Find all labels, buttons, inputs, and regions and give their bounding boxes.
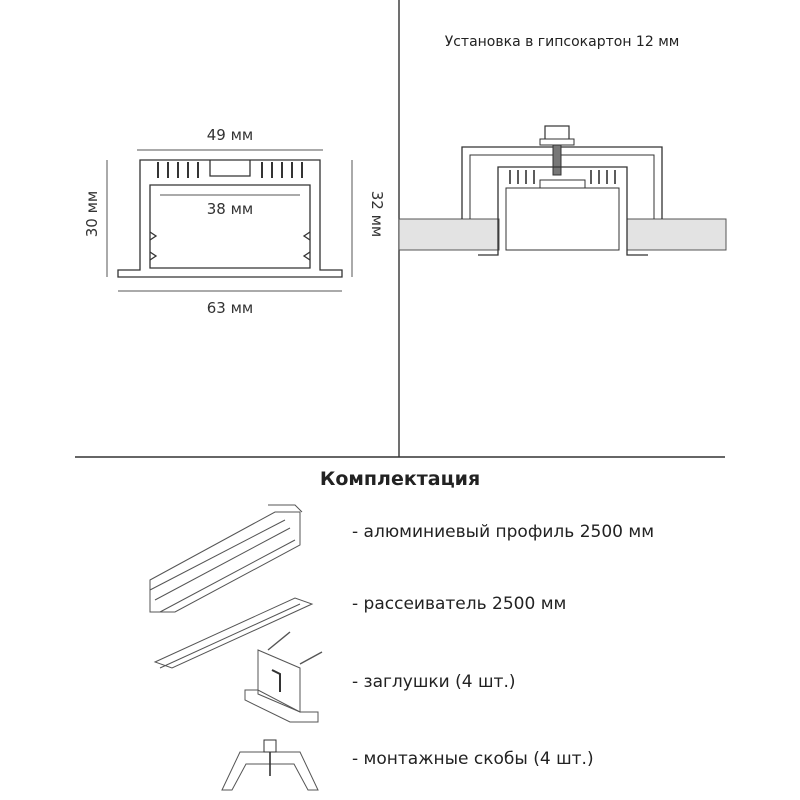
groove-right-2 xyxy=(302,251,311,261)
screw-shaft xyxy=(552,144,562,176)
heatsink-fins xyxy=(157,162,303,178)
dim-label-30: 30 мм xyxy=(83,191,101,238)
screw-icon-2 xyxy=(299,651,323,665)
diffuser-illustration xyxy=(153,597,314,669)
kit-item-diffuser: - рассеиватель 2500 мм xyxy=(352,594,567,614)
dim-label-63: 63 мм xyxy=(207,299,254,317)
installation-title: Установка в гипсокартон 12 мм xyxy=(445,34,680,50)
profile-cross-section xyxy=(117,159,343,278)
installed-profile-outline xyxy=(478,166,648,256)
profile-outline xyxy=(117,159,343,278)
bracket-clip xyxy=(539,179,586,189)
dim-label-32: 32 мм xyxy=(368,191,386,238)
dim-label-49: 49 мм xyxy=(207,126,254,144)
gypsum-board-right xyxy=(626,218,727,251)
groove-left-2 xyxy=(149,251,158,261)
kit-heading: Комплектация xyxy=(319,468,481,490)
kit-item-profile: - алюминиевый профиль 2500 мм xyxy=(352,522,655,542)
mounting-bracket-inner xyxy=(469,154,655,219)
profile-illustration xyxy=(149,511,301,613)
profile-cavity xyxy=(149,184,311,269)
dimension-lines xyxy=(106,149,353,292)
center-channel xyxy=(209,160,251,177)
mounting-bracket xyxy=(461,146,663,219)
groove-left xyxy=(149,231,158,241)
kit-illustrations xyxy=(149,504,323,791)
dim-label-38: 38 мм xyxy=(207,200,254,218)
installation-drawing xyxy=(398,125,727,256)
gypsum-board-left xyxy=(398,218,500,251)
groove-right xyxy=(302,231,311,241)
screw-icon xyxy=(267,631,291,651)
installed-profile-cavity xyxy=(505,187,620,251)
screw-washer xyxy=(539,138,575,146)
screw-head xyxy=(544,125,570,141)
kit-item-end-caps: - заглушки (4 шт.) xyxy=(352,672,516,692)
kit-item-brackets: - монтажные скобы (4 шт.) xyxy=(352,749,594,769)
installed-heatsink-fins xyxy=(509,170,616,184)
mounting-bracket-illustration xyxy=(221,751,319,791)
